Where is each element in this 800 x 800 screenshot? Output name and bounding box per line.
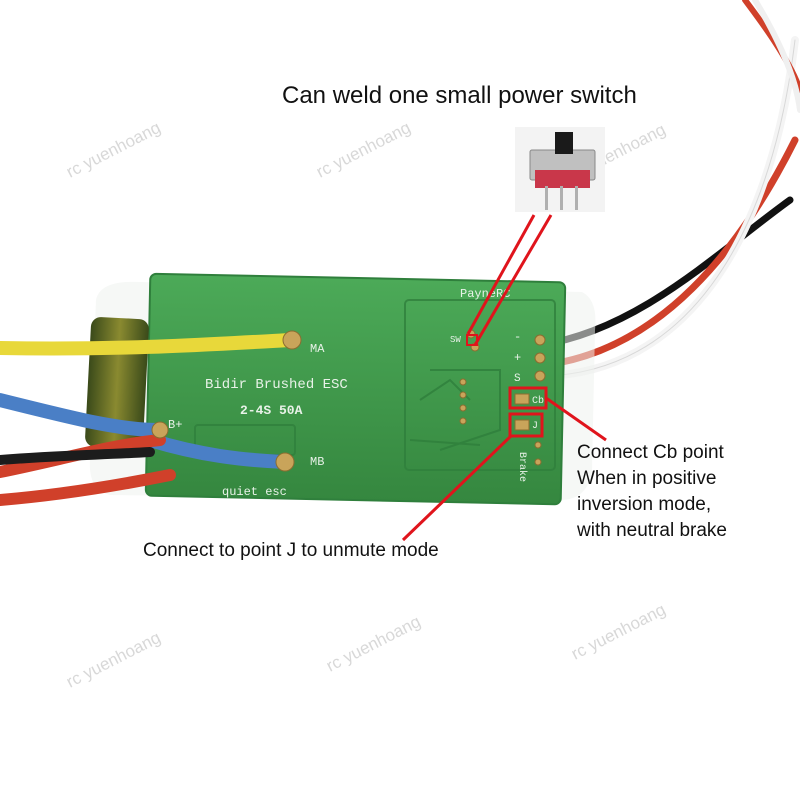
feature-label: quiet esc xyxy=(222,485,287,499)
annotations xyxy=(401,214,607,542)
brake-label: Brake xyxy=(516,452,528,482)
sw-label: SW xyxy=(450,335,461,345)
watermark-6: rc yuenhoang xyxy=(568,600,668,664)
plus-label: + xyxy=(514,351,521,365)
b-plus-label: B+ xyxy=(168,418,182,432)
product-label: Bidir Brushed ESC xyxy=(205,377,348,393)
cb-line-4: with neutral brake xyxy=(577,520,727,541)
switch-photo xyxy=(515,127,605,212)
ma-label: MA xyxy=(310,342,325,356)
watermark-5: rc yuenhoang xyxy=(323,612,423,676)
cb-point-annotation: Connect Cb point When in positive invers… xyxy=(577,440,797,544)
s-label: S xyxy=(514,373,521,385)
switch-annotation: Can weld one small power switch xyxy=(282,82,637,109)
minus-label: - xyxy=(514,330,521,344)
cb-line-1: Connect Cb point xyxy=(577,442,724,463)
watermark-1: rc yuenhoang xyxy=(63,118,163,182)
motor-wires xyxy=(0,333,297,506)
mb-label: MB xyxy=(310,455,324,469)
j-label: J xyxy=(532,421,538,432)
watermark-2: rc yuenhoang xyxy=(313,118,413,182)
brand-label: PayneRC xyxy=(460,287,510,301)
rating-label: 2-4S 50A xyxy=(240,403,303,418)
pcb-board xyxy=(144,272,567,506)
watermark-4: rc yuenhoang xyxy=(63,628,163,692)
cb-line-3: inversion mode, xyxy=(577,494,712,515)
cb-line-2: When in positive xyxy=(577,468,717,489)
j-point-annotation: Connect to point J to unmute mode xyxy=(143,540,439,561)
cb-label: Cb xyxy=(532,395,544,407)
pcb-traces xyxy=(194,299,556,471)
silkscreen: PayneRC Bidir Brushed ESC 2-4S 50A quiet… xyxy=(168,287,544,499)
